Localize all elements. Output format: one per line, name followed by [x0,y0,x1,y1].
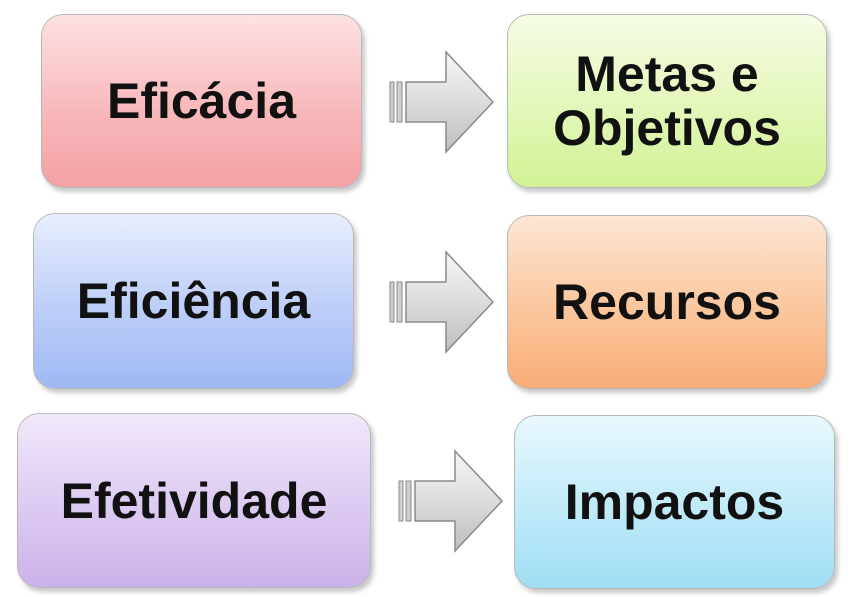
box-eficiencia: Eficiência [33,213,354,389]
arrow-right-icon [389,50,495,154]
box-metas-objetivos: Metas e Objetivos [507,14,827,188]
box-recursos: Recursos [507,215,827,389]
box-recursos-label: Recursos [553,274,781,330]
box-impactos-label: Impactos [564,474,785,530]
arrow-right-icon [389,250,495,354]
box-impactos: Impactos [514,415,835,589]
box-efetividade-label: Efetividade [60,472,328,529]
box-eficacia-label: Eficácia [106,73,296,129]
box-eficiencia-label: Eficiência [76,273,311,329]
box-metas-line-2: Objetivos [553,100,781,156]
arrow-right-icon [398,449,504,553]
box-metas-line-1: Metas e [575,46,759,102]
box-eficacia: Eficácia [41,14,362,188]
box-efetividade: Efetividade [17,413,371,588]
